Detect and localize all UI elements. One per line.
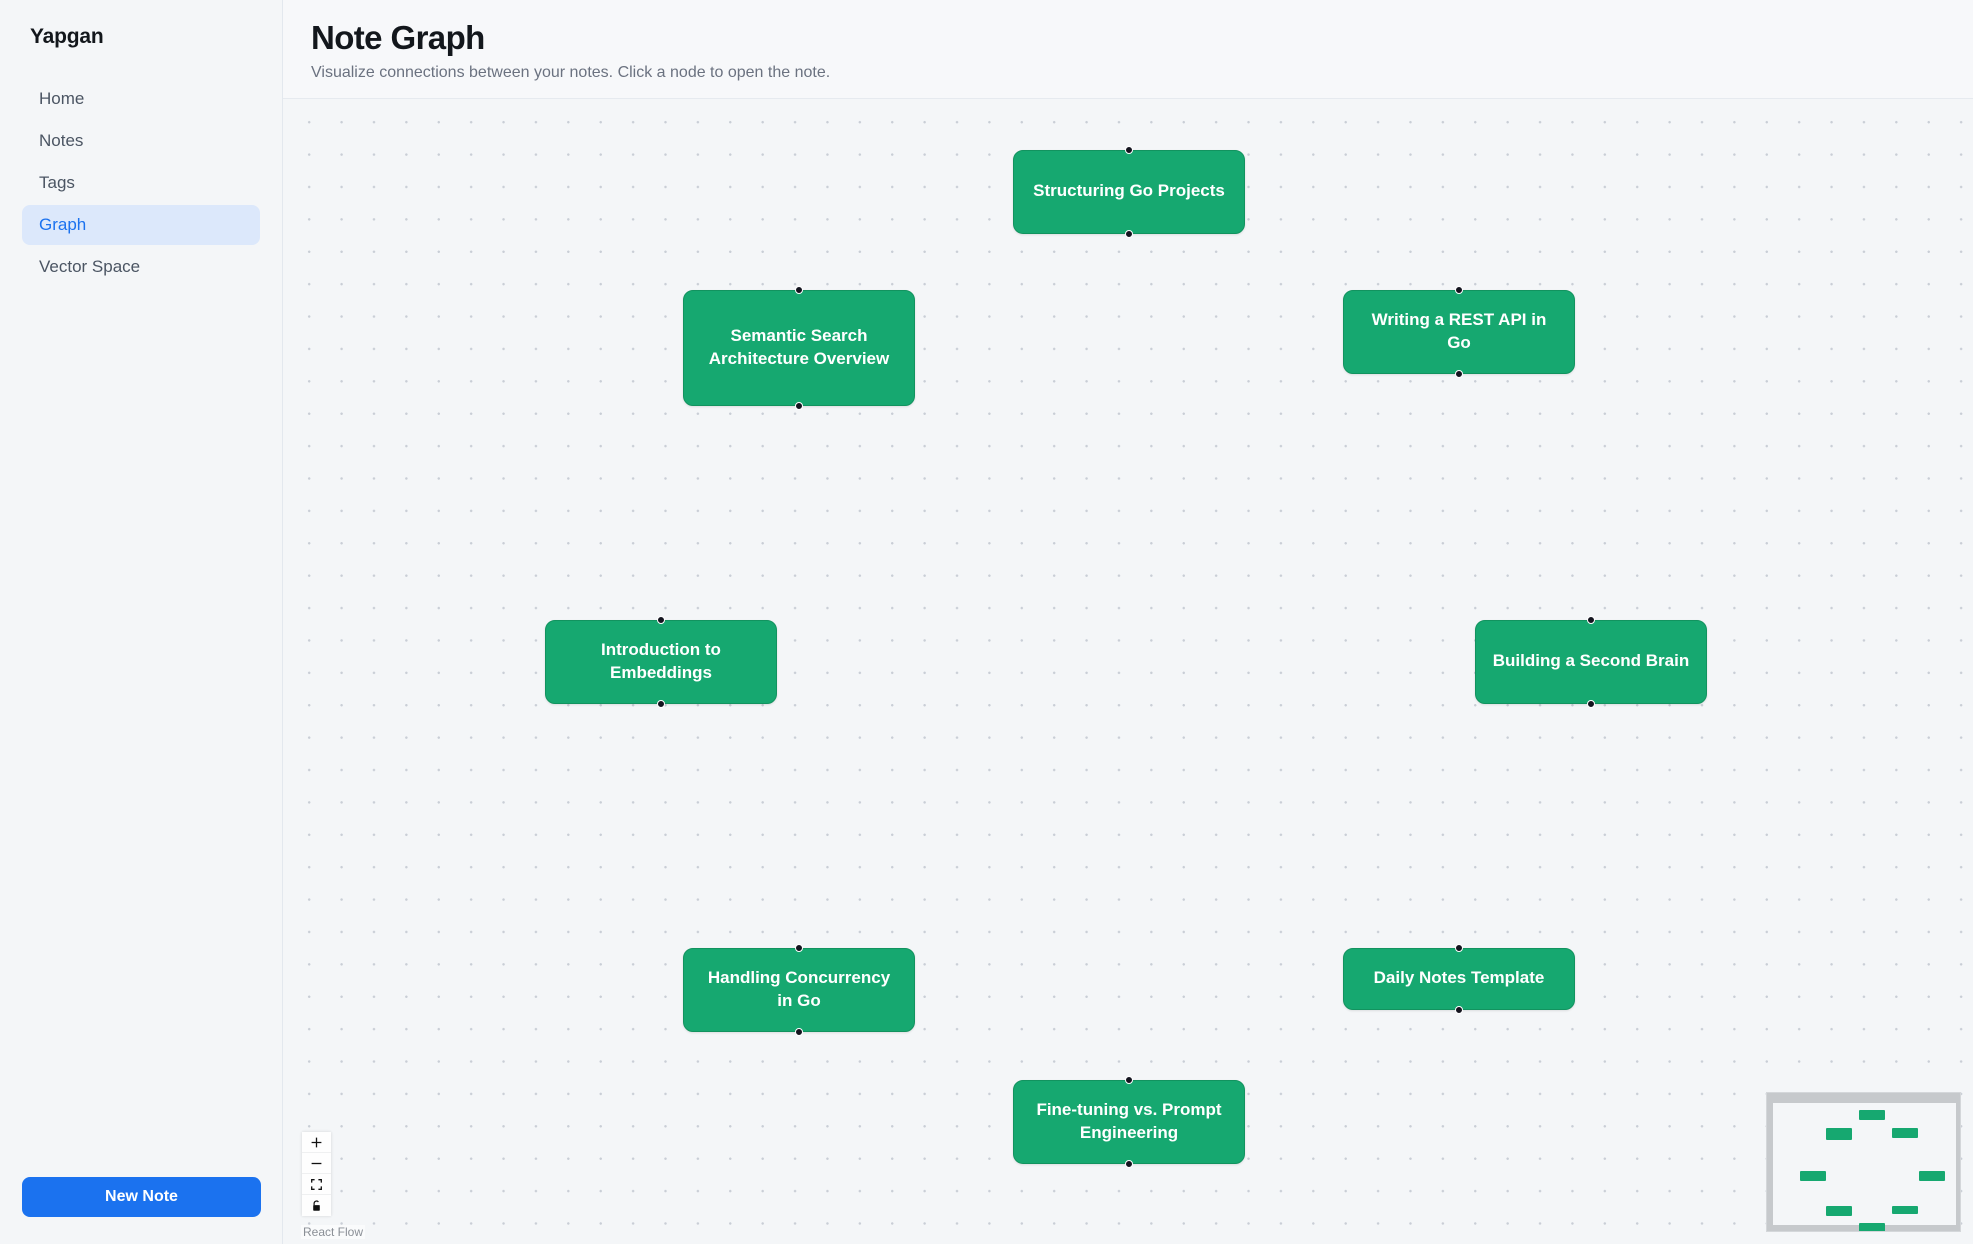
app-brand: Yapgan xyxy=(30,25,104,48)
main-content: Note Graph Visualize connections between… xyxy=(283,0,1973,1244)
react-flow-attribution[interactable]: React Flow xyxy=(301,1225,366,1239)
node-handle-bottom[interactable] xyxy=(1587,699,1595,708)
graph-node-label: Daily Notes Template xyxy=(1373,968,1545,988)
page-header: Note Graph Visualize connections between… xyxy=(283,0,1973,99)
graph-node-fine-tuning-vs-prompt-engineering[interactable]: Fine-tuning vs. Prompt Engineering xyxy=(1013,1075,1245,1168)
minimap-viewport xyxy=(1773,1103,1956,1231)
minimap-node-writing-a-rest-api-in-go xyxy=(1892,1128,1918,1138)
graph-node-label: Fine-tuning vs. Prompt Engineering xyxy=(1036,1100,1222,1142)
sidebar-item-tags[interactable]: Tags xyxy=(39,173,75,192)
minimap-node-daily-notes-template xyxy=(1892,1206,1918,1214)
lock-icon[interactable] xyxy=(302,1195,331,1216)
minimap-node-structuring-go-projects xyxy=(1859,1110,1885,1120)
node-handle-top[interactable] xyxy=(1125,145,1133,154)
graph-node-writing-a-rest-api-in-go[interactable]: Writing a REST API in Go xyxy=(1343,285,1575,378)
node-handle-bottom[interactable] xyxy=(795,1027,803,1036)
minimap-node-introduction-to-embeddings xyxy=(1800,1171,1826,1181)
node-handle-bottom[interactable] xyxy=(795,401,803,410)
graph-node-semantic-search-architecture-overview[interactable]: Semantic Search Architecture Overview xyxy=(683,285,915,410)
minimap-node-handling-concurrency-in-go xyxy=(1826,1206,1852,1216)
graph-node-handling-concurrency-in-go[interactable]: Handling Concurrency in Go xyxy=(683,943,915,1036)
fit-view-icon[interactable] xyxy=(302,1174,331,1195)
graph-node-daily-notes-template[interactable]: Daily Notes Template xyxy=(1343,943,1575,1014)
node-handle-bottom[interactable] xyxy=(1455,1005,1463,1014)
graph-minimap[interactable] xyxy=(1766,1092,1961,1232)
node-handle-top[interactable] xyxy=(657,615,665,624)
page-subtitle: Visualize connections between your notes… xyxy=(311,63,831,81)
graph-node-label: Semantic Search Architecture Overview xyxy=(708,326,890,368)
node-handle-top[interactable] xyxy=(1455,285,1463,294)
zoom-out-icon[interactable] xyxy=(302,1153,331,1174)
graph-node-introduction-to-embeddings[interactable]: Introduction to Embeddings xyxy=(545,615,777,708)
graph-edge-layer xyxy=(283,99,583,249)
sidebar-item-notes[interactable]: Notes xyxy=(39,131,84,150)
minimap-node-semantic-search-architecture-overview xyxy=(1826,1128,1852,1140)
graph-node-label: Building a Second Brain xyxy=(1492,651,1690,671)
node-handle-bottom[interactable] xyxy=(657,699,665,708)
graph-node-label: Handling Concurrency in Go xyxy=(707,968,891,1010)
minimap-node-building-a-second-brain xyxy=(1919,1171,1945,1181)
node-handle-bottom[interactable] xyxy=(1455,369,1463,378)
node-handle-top[interactable] xyxy=(1587,615,1595,624)
minimap-node-fine-tuning-vs-prompt-engineering xyxy=(1859,1223,1885,1231)
graph-node-structuring-go-projects[interactable]: Structuring Go Projects xyxy=(1013,145,1245,238)
node-handle-top[interactable] xyxy=(1125,1075,1133,1084)
node-handle-bottom[interactable] xyxy=(1125,1159,1133,1168)
sidebar-item-vector-space[interactable]: Vector Space xyxy=(39,257,141,276)
sidebar-item-graph[interactable]: Graph xyxy=(22,205,260,245)
graph-node-building-a-second-brain[interactable]: Building a Second Brain xyxy=(1475,615,1707,708)
graph-node-label: Writing a REST API in Go xyxy=(1371,310,1547,352)
node-handle-top[interactable] xyxy=(1455,943,1463,952)
graph-controls xyxy=(302,1132,331,1216)
zoom-in-icon[interactable] xyxy=(302,1132,331,1153)
sidebar-item-home[interactable]: Home xyxy=(39,89,85,108)
new-note-button[interactable]: New Note xyxy=(22,1177,261,1217)
graph-node-label: Introduction to Embeddings xyxy=(601,640,721,682)
graph-node-label: Structuring Go Projects xyxy=(1033,181,1225,201)
page-title: Note Graph xyxy=(311,19,485,56)
node-handle-top[interactable] xyxy=(795,285,803,294)
node-handle-bottom[interactable] xyxy=(1125,229,1133,238)
node-handle-top[interactable] xyxy=(795,943,803,952)
